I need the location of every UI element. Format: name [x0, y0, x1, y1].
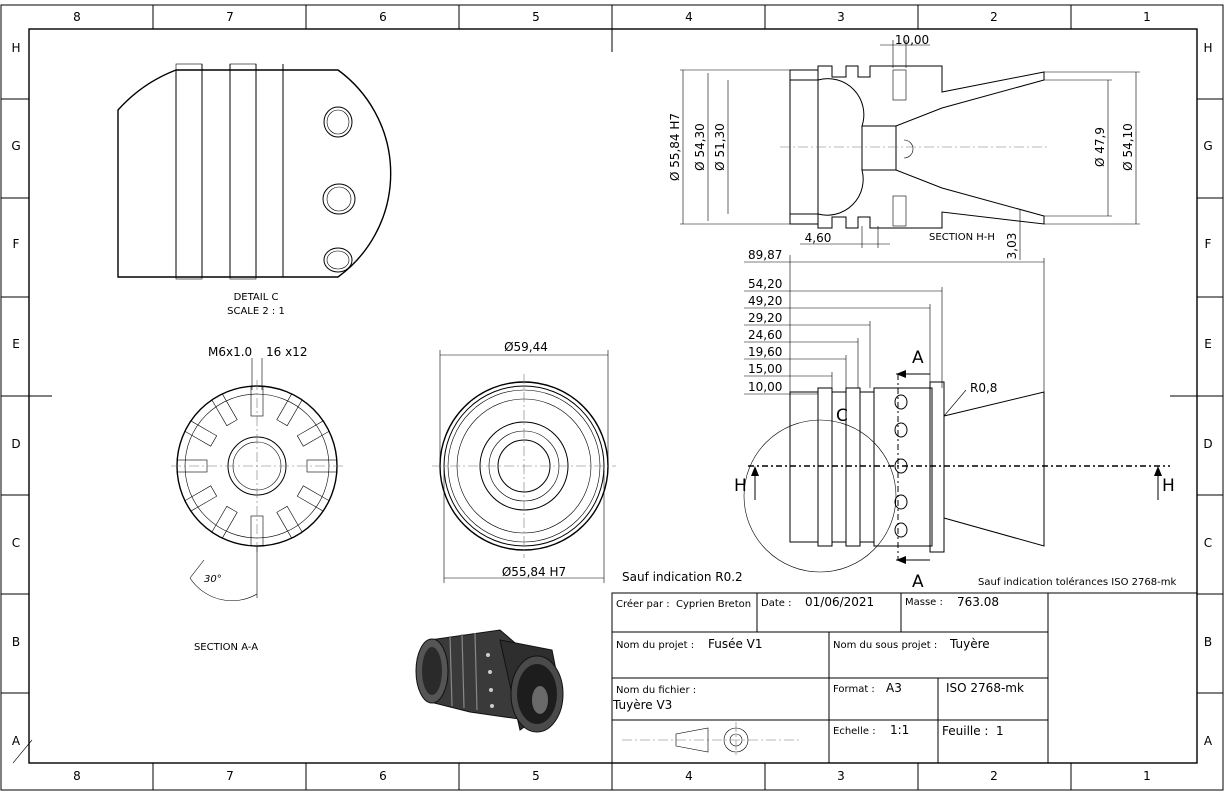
hh-dim-top: 10,00 — [895, 33, 929, 47]
row-label-left: E — [12, 337, 20, 351]
detail-marker-c: C — [836, 406, 848, 426]
mass-label: Masse : — [905, 597, 943, 608]
row-label-left: C — [12, 536, 20, 550]
row-label-right: G — [1203, 139, 1212, 153]
title-block: Créer par : Cyprien Breton Date : 01/06/… — [611, 592, 1198, 764]
subproject-label: Nom du sous projet : — [833, 640, 937, 651]
standard-value: ISO 2768-mk — [946, 681, 1024, 695]
column-label-bottom: 6 — [379, 769, 387, 783]
scale-label: Echelle : — [833, 726, 876, 737]
mass-value: 763.08 — [957, 595, 999, 609]
column-label-bottom: 8 — [73, 769, 81, 783]
angle-label: 30° — [204, 574, 222, 585]
row-label-right: E — [1204, 337, 1212, 351]
column-label-top: 2 — [990, 10, 998, 24]
bore-diameter-label: Ø55,84 H7 — [502, 565, 566, 579]
projection-symbol — [622, 722, 800, 758]
author-value: Cyprien Breton — [676, 599, 751, 610]
column-label-bottom: 3 — [837, 769, 845, 783]
section-aa-title: SECTION A-A — [194, 642, 258, 653]
side-dim-length: 15,00 — [748, 362, 782, 376]
project-label: Nom du projet : — [616, 640, 694, 651]
sheet-label: Feuille : — [942, 724, 988, 738]
column-label-top: 5 — [532, 10, 540, 24]
side-dim-length: 89,87 — [748, 248, 782, 262]
fillet-radius: R0,8 — [970, 381, 997, 395]
side-view: H H A A C R0,8 89,87 54,20 49,20 29,20 24,60… — [734, 248, 1175, 592]
thread-callout: M6x1.0 — [208, 345, 252, 359]
column-label-bottom: 2 — [990, 769, 998, 783]
file-label: Nom du fichier : — [616, 685, 696, 696]
note-tolerances: Sauf indication tolérances ISO 2768-mk — [978, 576, 1176, 588]
row-label-right: C — [1204, 536, 1212, 550]
row-label-left: G — [11, 139, 20, 153]
side-dim-length: 54,20 — [748, 277, 782, 291]
sheet-value: 1 — [996, 724, 1004, 738]
row-label-left: D — [11, 437, 20, 451]
column-label-top: 6 — [379, 10, 387, 24]
detail-c-title: DETAIL C — [234, 292, 279, 303]
file-value: Tuyère V3 — [612, 698, 672, 712]
section-hh-title: SECTION H-H — [929, 232, 995, 243]
column-label-bottom: 7 — [226, 769, 234, 783]
column-label-top: 3 — [837, 10, 845, 24]
side-dim-length: 19,60 — [748, 345, 782, 359]
hh-dim-groove: 4,60 — [805, 231, 832, 245]
hh-dim-d3: Ø 51,30 — [713, 123, 727, 171]
section-marker-a-bottom: A — [912, 572, 924, 592]
row-label-left: H — [11, 41, 20, 55]
column-label-bottom: 1 — [1143, 769, 1151, 783]
section-marker-h-right: H — [1162, 476, 1175, 496]
side-dim-length: 24,60 — [748, 328, 782, 342]
detail-c-view: DETAIL C SCALE 2 : 1 — [117, 63, 392, 317]
format-value: A3 — [886, 681, 902, 695]
row-label-right: F — [1205, 237, 1212, 251]
date-label: Date : — [761, 598, 791, 609]
column-label-top: 8 — [73, 10, 81, 24]
iso-render — [415, 629, 564, 733]
subproject-value: Tuyère — [949, 637, 990, 651]
side-dim-length: 29,20 — [748, 311, 782, 325]
outer-diameter-label: Ø59,44 — [504, 340, 548, 354]
note-default-radius: Sauf indication R0.2 — [622, 570, 743, 584]
detail-c-scale: SCALE 2 : 1 — [227, 306, 285, 317]
column-label-top: 4 — [685, 10, 693, 24]
column-label-bottom: 5 — [532, 769, 540, 783]
row-label-left: A — [12, 734, 21, 748]
row-label-left: F — [13, 237, 20, 251]
author-label: Créer par : — [616, 598, 670, 610]
row-label-right: D — [1203, 437, 1212, 451]
date-value: 01/06/2021 — [805, 595, 874, 609]
thread-depth: 16 x12 — [266, 345, 307, 359]
hh-dim-wall: 3,03 — [1005, 233, 1019, 260]
row-label-left: B — [12, 635, 20, 649]
frame-grid — [1, 5, 1223, 790]
section-marker-h-left: H — [734, 476, 747, 496]
hh-dim-d1: Ø 55,84 H7 — [668, 113, 682, 181]
format-label: Format : — [833, 684, 875, 695]
side-dim-length: 10,00 — [748, 380, 782, 394]
hh-dim-d5: Ø 54,10 — [1121, 123, 1135, 171]
column-label-top: 1 — [1143, 10, 1151, 24]
hh-dim-d4: Ø 47,9 — [1093, 127, 1107, 167]
section-hh-view: Ø 55,84 H7 Ø 54,30 Ø 51,30 Ø 47,9 Ø 54,1… — [668, 33, 1140, 260]
hh-dim-d2: Ø 54,30 — [693, 123, 707, 171]
column-label-bottom: 4 — [685, 769, 693, 783]
row-label-right: B — [1204, 635, 1212, 649]
project-value: Fusée V1 — [708, 637, 763, 651]
row-label-right: H — [1203, 41, 1212, 55]
scale-value: 1:1 — [890, 723, 909, 737]
section-aa-view: M6x1.0 16 x12 30° SECTION A-A — [171, 345, 343, 653]
side-dim-length: 49,20 — [748, 294, 782, 308]
row-label-right: A — [1204, 734, 1213, 748]
column-label-top: 7 — [226, 10, 234, 24]
section-marker-a-top: A — [912, 348, 924, 368]
front-view: Ø59,44 Ø55,84 H7 — [432, 340, 616, 583]
